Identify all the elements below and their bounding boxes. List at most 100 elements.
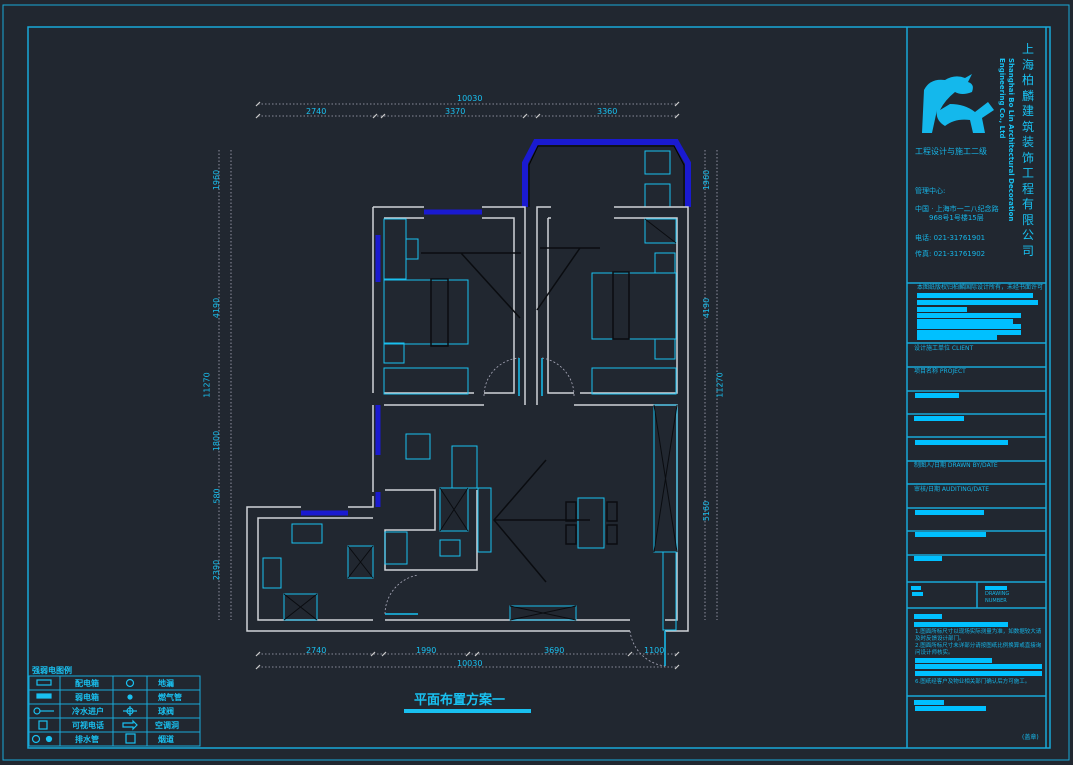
dim-left-6: 2390 [212, 559, 222, 581]
management-center-label: 管理中心: [915, 187, 946, 195]
seal-label: (盖章) [1022, 734, 1039, 741]
legend-label: 球阀 [158, 707, 174, 716]
stove [405, 433, 431, 460]
dim-bottom-2: 1990 [416, 646, 437, 655]
title-underline [404, 709, 531, 713]
nightstand [654, 338, 676, 360]
bathroom-sink [384, 531, 408, 565]
copyright-note: 本图纸版权归柏麟国际设计所有，未经书面许可 [917, 284, 1044, 291]
fax: 传真: 021-31761902 [915, 250, 986, 258]
legend-label: 空调洞 [155, 721, 179, 730]
cabinet-crosses [283, 218, 678, 621]
walls [246, 206, 689, 632]
dim-right-4: 5160 [702, 500, 712, 522]
cabinet [451, 445, 478, 489]
drawn-by-label: 制图人/日期 DRAWN BY/DATE [914, 462, 998, 469]
legend-label: 配电箱 [75, 679, 99, 688]
legend-label: 弱电箱 [75, 693, 99, 702]
weak-current-box-icon [36, 693, 52, 699]
toilet [439, 539, 461, 557]
furniture [262, 218, 678, 631]
title-block-grid [906, 27, 1047, 748]
inner-frame [27, 26, 1051, 749]
dim-bottom-4: 1100 [644, 646, 665, 655]
client-label: 设计施工单位 CLIENT [914, 345, 974, 352]
outer-frame [2, 4, 1070, 761]
dim-left-5: 580 [212, 488, 222, 504]
bed-left [383, 279, 469, 345]
shoe-cabinet [662, 551, 677, 631]
desk-chair [405, 238, 419, 260]
kitchen-cabinet [283, 593, 318, 621]
dimension-ticks [255, 101, 680, 670]
ball-valve-icon [123, 706, 137, 716]
legend-label: 排水管 [75, 735, 99, 744]
dim-top-3: 3360 [597, 107, 618, 116]
dim-left-4: 1800 [212, 430, 222, 452]
storage [439, 487, 469, 532]
dimension-lines [218, 103, 718, 668]
company-name-en-2: Engineering Co., Ltd [998, 58, 1006, 139]
address-line-2: 968号1号楼15层 [929, 214, 984, 222]
wardrobe-right [591, 367, 677, 395]
address-line-1: 中国 · 上海市一二八纪念路 [915, 205, 999, 213]
dining-table [577, 497, 605, 549]
dim-bottom-3: 3690 [544, 646, 565, 655]
tv-cabinet [477, 487, 492, 553]
note-6: 6.图纸经客户及物业相关部门确认后方可施工。 [915, 679, 1031, 685]
fridge [347, 545, 374, 579]
furniture-dark [421, 247, 630, 583]
legend-label: 燃气管 [158, 693, 182, 702]
phone: 电话: 021-31761901 [915, 234, 986, 242]
company-name-cn: 上海柏麟建筑装饰工程有限公司 [1021, 42, 1034, 258]
dim-left-3: 11270 [202, 372, 212, 398]
company-logo [922, 74, 994, 133]
note-2: 2.图面所标尺寸未详部分请按图纸比例换算或直接询问设计师核实。 [915, 643, 1042, 656]
bed-right [591, 272, 677, 340]
legend-title: 强弱电图例 [32, 666, 72, 675]
gas-pipe-icon [127, 694, 133, 700]
dim-top-2: 3370 [445, 107, 466, 116]
drawing-title: 平面布置方案一 [414, 693, 506, 708]
nightstand [654, 252, 676, 274]
legend-label: 烟道 [158, 735, 174, 744]
dim-right-1: 1960 [702, 169, 712, 191]
cold-water-inlet-icon [33, 707, 54, 715]
legend-label: 冷水进户 [72, 707, 104, 716]
nightstand [383, 342, 405, 364]
door-leaves [385, 358, 666, 666]
video-phone-icon [38, 720, 48, 730]
drawing-number-label-2: NUMBER [985, 598, 1007, 604]
sideboard [509, 605, 577, 621]
cooktop [262, 557, 282, 589]
legend-label: 可视电话 [72, 721, 104, 730]
auditing-label: 审核/日期 AUDITING/DATE [914, 486, 990, 493]
dim-left-2: 4190 [212, 297, 222, 319]
distribution-box-icon [36, 679, 52, 686]
project-label: 项目名称 PROJECT [914, 368, 966, 375]
sink [291, 523, 323, 544]
dim-top-total: 10030 [457, 94, 483, 103]
flue-icon [125, 733, 136, 744]
dim-top-1: 2740 [306, 107, 327, 116]
floor-drain-icon [125, 678, 135, 688]
dim-right-3: 11270 [715, 372, 725, 398]
redacted-bars [911, 293, 1042, 711]
desk-right [644, 218, 677, 244]
dim-bottom-total: 10030 [457, 659, 483, 668]
legend-icons [31, 678, 138, 744]
desk [383, 218, 407, 280]
balcony [522, 139, 691, 208]
dim-bottom-1: 2740 [306, 646, 327, 655]
note-1: 1.图面所标尺寸以现场实际测量为准，如数据较大请及时反馈设计部门。 [915, 629, 1042, 642]
drain-pipe-icon [31, 734, 53, 744]
drawing-number-label: DRAWING [985, 591, 1010, 597]
legend-label: 地漏 [158, 679, 174, 688]
doors [384, 357, 666, 667]
qualification: 工程设计与施工二级 [915, 147, 987, 156]
windows [301, 209, 482, 516]
company-name-en: Shanghai Bo Lin Architectural Decoration [1007, 58, 1015, 222]
dim-left-1: 1960 [212, 169, 222, 191]
ac-hole-icon [122, 719, 138, 731]
